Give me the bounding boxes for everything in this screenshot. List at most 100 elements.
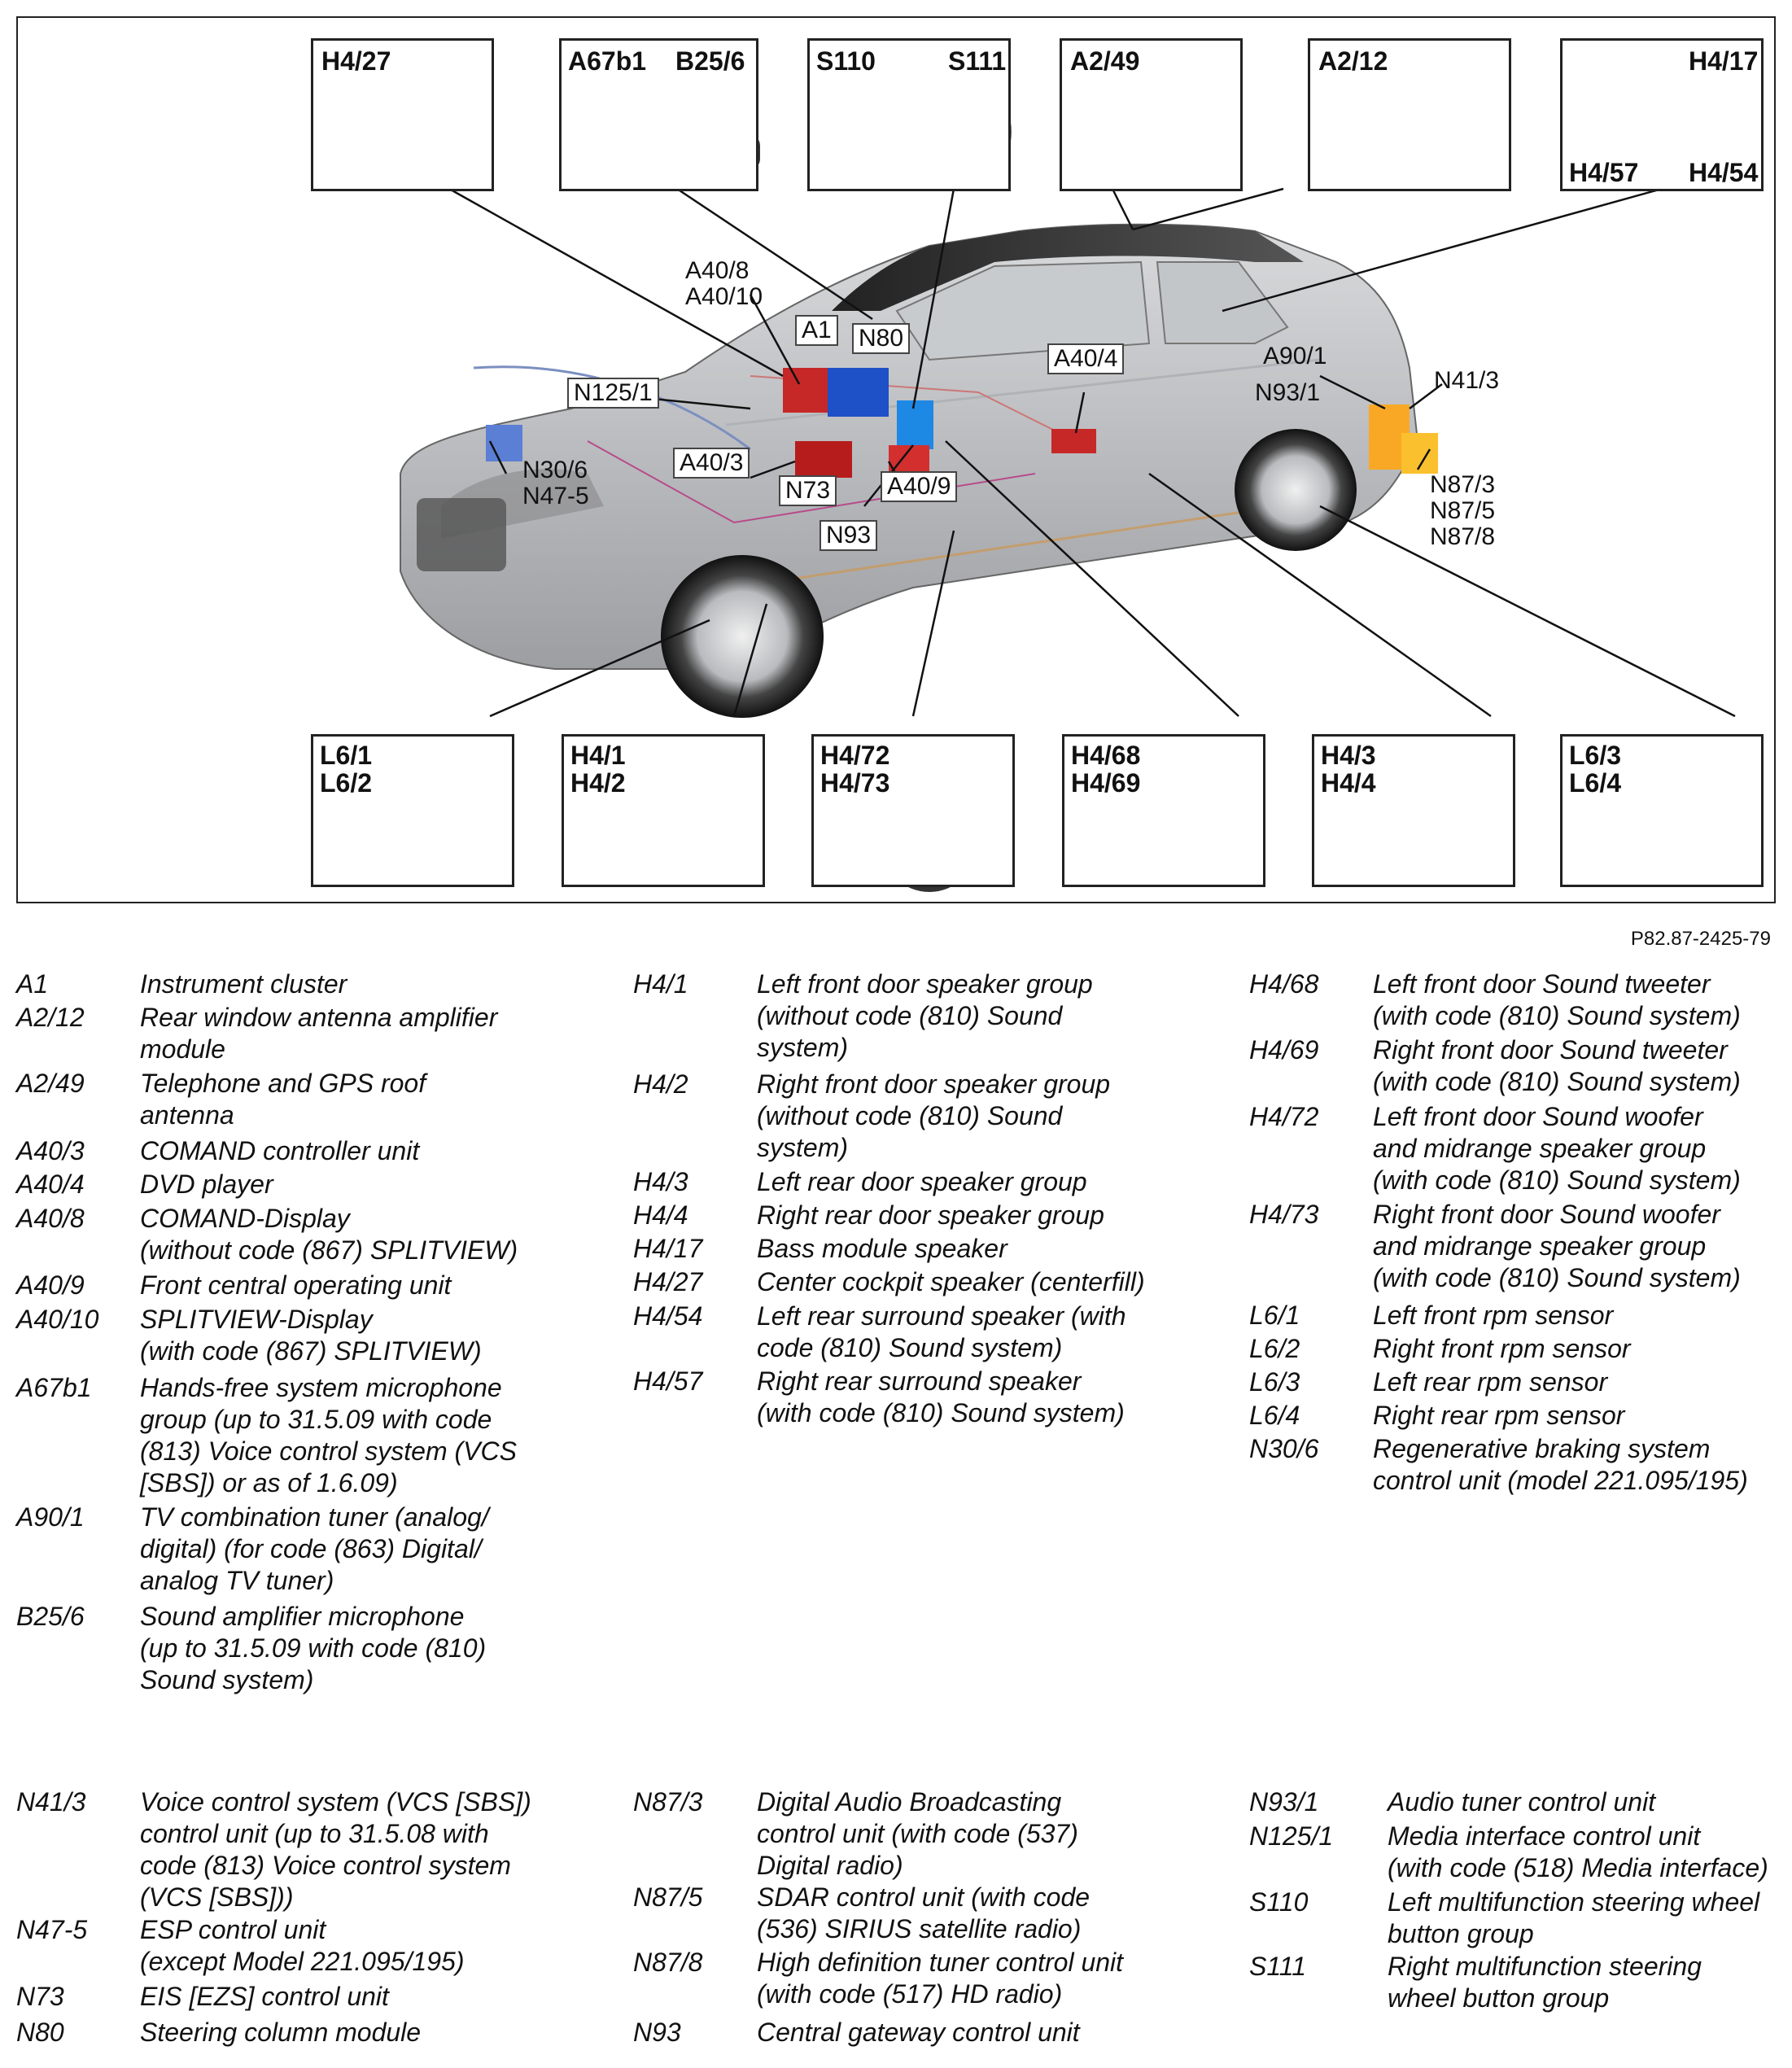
- legend-code: L6/3: [1249, 1367, 1300, 1397]
- legend-code: A40/10: [16, 1305, 99, 1334]
- legend-desc: Sound amplifier microphone (up to 31.5.0…: [140, 1602, 487, 1694]
- thumb-box-woofer: H4/72 H4/73: [811, 734, 1015, 887]
- legend-code: H4/1: [633, 969, 688, 999]
- callout-label: N125/1: [567, 378, 659, 409]
- legend-desc: Front central operating unit: [140, 1270, 452, 1300]
- legend-desc: Telephone and GPS roof antenna: [140, 1069, 426, 1130]
- legend-desc: Bass module speaker: [757, 1234, 1007, 1263]
- thumb-box-bass-module: H4/17 H4/57 H4/54: [1560, 38, 1764, 191]
- legend-desc: Center cockpit speaker (centerfill): [757, 1267, 1145, 1296]
- legend-desc: Central gateway control unit: [757, 2018, 1080, 2047]
- thumb-label: L6/1 L6/2: [320, 741, 373, 798]
- legend-code: N125/1: [1249, 1821, 1334, 1851]
- car-illustration: [396, 74, 1751, 892]
- legend-desc: Audio tuner control unit: [1388, 1787, 1656, 1817]
- callout-label: A1: [795, 315, 838, 346]
- thumb-label: H4/72 H4/73: [820, 741, 890, 798]
- callout-label: N80: [852, 323, 911, 354]
- thumb-label: S111: [948, 46, 1007, 76]
- legend-desc: Right rear rpm sensor: [1373, 1401, 1625, 1430]
- legend-code: S111: [1249, 1952, 1306, 1981]
- legend-code: H4/72: [1249, 1102, 1319, 1131]
- legend-code: N73: [16, 1982, 64, 2011]
- thumb-label: H4/57: [1569, 158, 1639, 187]
- thumb-box-rpm-sensor: L6/1 L6/2: [311, 734, 514, 887]
- callout-label: N87/3 N87/5 N87/8: [1430, 471, 1496, 550]
- component-blocks: [486, 368, 1438, 478]
- legend-code: A2/49: [16, 1069, 85, 1098]
- diagram-frame: H4/27 A67b1 B25/6 S110 S111 A2/49 A2/12 …: [16, 16, 1776, 903]
- legend-desc: Voice control system (VCS [SBS]) control…: [140, 1787, 531, 1912]
- legend-code: N47-5: [16, 1915, 88, 1944]
- legend-code: N87/8: [633, 1948, 703, 1977]
- legend-desc: Right multifunction steering wheel butto…: [1388, 1952, 1702, 2013]
- thumb-label: H4/1 H4/2: [570, 741, 626, 798]
- legend-code: A40/9: [16, 1270, 85, 1300]
- legend-code: L6/1: [1249, 1301, 1300, 1330]
- legend-desc: Left multifunction steering wheel button…: [1388, 1887, 1760, 1948]
- legend-desc: SDAR control unit (with code (536) SIRIU…: [757, 1882, 1090, 1943]
- legend-desc: COMAND controller unit: [140, 1136, 420, 1165]
- legend-code: N41/3: [16, 1787, 86, 1817]
- thumb-label: H4/68 H4/69: [1071, 741, 1141, 798]
- legend-code: H4/4: [633, 1200, 688, 1230]
- legend-code: A40/3: [16, 1136, 85, 1165]
- callout-label: A40/4: [1047, 343, 1125, 374]
- thumb-label: A67b1: [568, 46, 647, 76]
- legend-code: S110: [1249, 1887, 1309, 1917]
- legend-code: A90/1: [16, 1502, 85, 1532]
- thumb-box-shark-antenna: A2/49: [1060, 38, 1243, 191]
- callout-label: A90/1: [1263, 343, 1327, 369]
- legend-desc: ESP control unit (except Model 221.095/1…: [140, 1915, 465, 1976]
- figure-id: P82.87-2425-79: [1630, 928, 1771, 950]
- thumb-label: H4/27: [321, 46, 391, 76]
- legend-code: N87/5: [633, 1882, 703, 1912]
- legend-code: A40/4: [16, 1170, 85, 1199]
- callout-label: A40/8 A40/10: [685, 257, 763, 310]
- legend-code: N93: [633, 2018, 681, 2047]
- legend-desc: Right front door Sound tweeter (with cod…: [1373, 1035, 1741, 1096]
- thumb-label: L6/3 L6/4: [1569, 741, 1622, 798]
- legend-desc: Right rear door speaker group: [757, 1200, 1104, 1230]
- legend-desc: Left rear surround speaker (with code (8…: [757, 1301, 1126, 1362]
- callout-label: A40/3: [673, 448, 750, 479]
- legend-desc: Instrument cluster: [140, 969, 347, 999]
- legend-code: A1: [16, 969, 49, 999]
- legend-code: N93/1: [1249, 1787, 1319, 1817]
- legend-code: H4/2: [633, 1069, 688, 1099]
- thumb-label: H4/17: [1689, 46, 1759, 76]
- legend-desc: Right front door speaker group (without …: [757, 1069, 1111, 1162]
- legend-desc: Right front door Sound woofer and midran…: [1373, 1200, 1741, 1292]
- legend-desc: Left rear rpm sensor: [1373, 1367, 1608, 1397]
- callout-label: N93/1: [1255, 379, 1321, 406]
- thumb-box-speaker-group: H4/1 H4/2: [562, 734, 765, 887]
- legend-code: H4/17: [633, 1234, 703, 1263]
- legend-code: L6/4: [1249, 1401, 1300, 1430]
- legend-desc: Left rear door speaker group: [757, 1167, 1087, 1196]
- thumb-label: A2/12: [1318, 46, 1388, 76]
- thumb-label: H4/3 H4/4: [1321, 741, 1376, 798]
- legend-code: N80: [16, 2018, 64, 2047]
- legend-desc: Left front rpm sensor: [1373, 1301, 1614, 1330]
- thumb-label: A2/49: [1070, 46, 1140, 76]
- thumb-box-antenna-strip: A2/12: [1308, 38, 1511, 191]
- callout-label: N93: [820, 520, 878, 551]
- legend-code: B25/6: [16, 1602, 85, 1631]
- thumb-box-steering-wheel: S110 S111: [807, 38, 1011, 191]
- thumb-box-speaker-puck: H4/27: [311, 38, 494, 191]
- legend-desc: DVD player: [140, 1170, 273, 1199]
- legend-desc: Left front door Sound tweeter (with code…: [1373, 969, 1741, 1030]
- thumb-box-tweeter: H4/68 H4/69: [1062, 734, 1265, 887]
- thumb-label: H4/54: [1689, 158, 1759, 187]
- legend-code: H4/73: [1249, 1200, 1319, 1229]
- legend-code: H4/27: [633, 1267, 703, 1296]
- callout-label: A40/9: [881, 471, 958, 502]
- legend-code: A2/12: [16, 1003, 85, 1032]
- callout-label: N41/3: [1434, 367, 1500, 394]
- legend-desc: Left front door Sound woofer and midrang…: [1373, 1102, 1741, 1195]
- legend-desc: Digital Audio Broadcasting control unit …: [757, 1787, 1078, 1880]
- legend-desc: EIS [EZS] control unit: [140, 1982, 389, 2011]
- legend-code: H4/54: [633, 1301, 703, 1331]
- thumb-label: S110: [816, 46, 876, 76]
- legend-desc: High definition tuner control unit (with…: [757, 1948, 1124, 2009]
